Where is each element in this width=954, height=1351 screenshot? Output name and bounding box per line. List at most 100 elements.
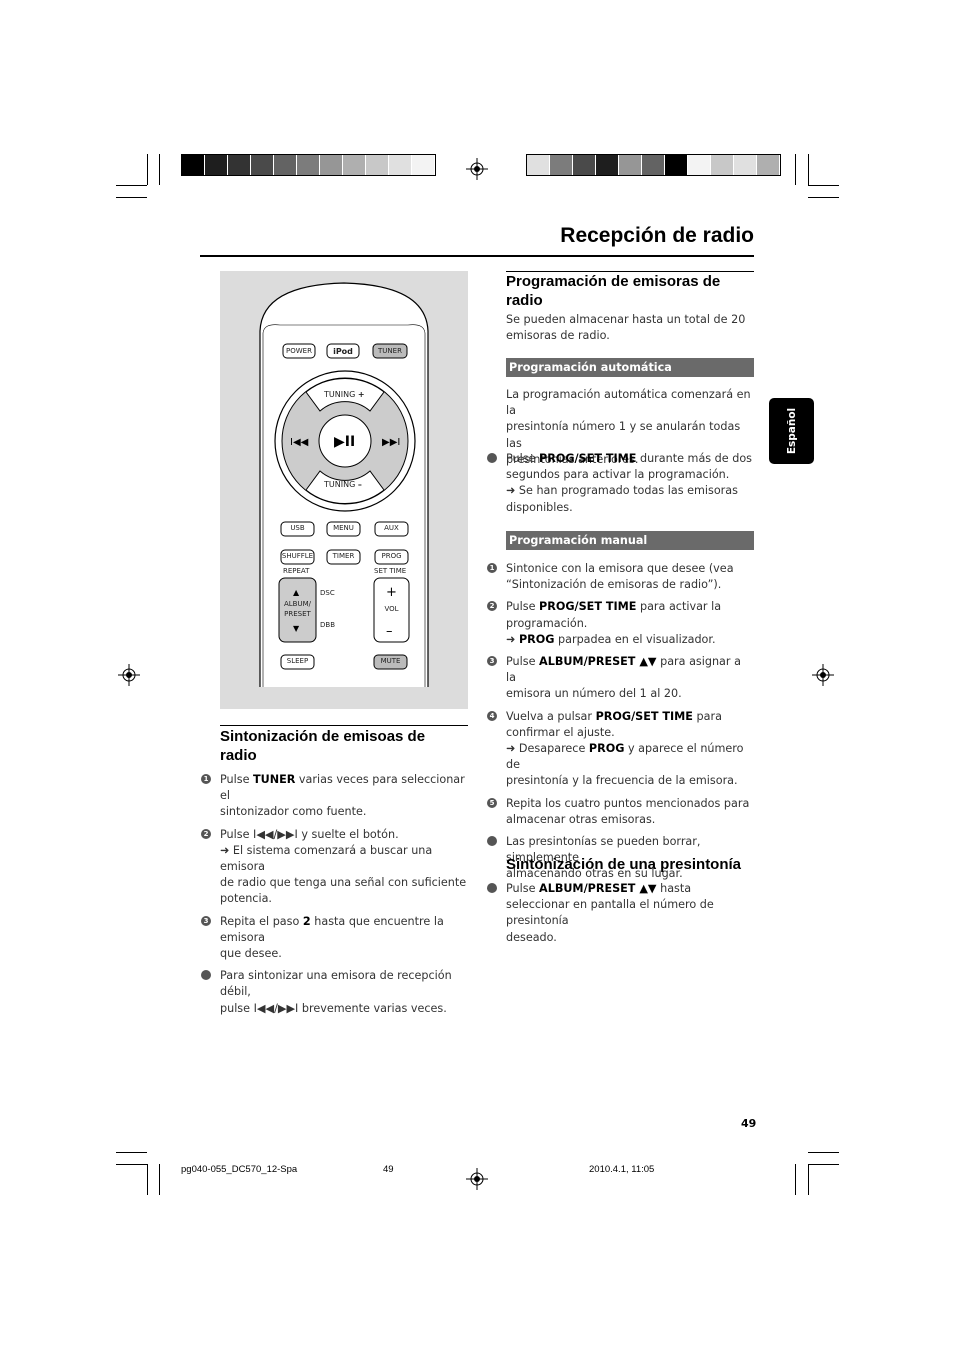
preset-label: PRESET bbox=[284, 610, 311, 618]
step-number-icon: 5 bbox=[487, 797, 497, 808]
step-item: 2 Pulse I◀◀/▶▶I y suelte el botón.➜ El si… bbox=[201, 827, 468, 908]
footer-page: 49 bbox=[383, 1164, 394, 1175]
step-text: Pulse TUNER varias veces para selecciona… bbox=[220, 773, 465, 819]
auto-programming-bar: Programación automática bbox=[506, 358, 754, 377]
step-number-icon: 4 bbox=[487, 710, 497, 721]
menu-button-label: MENU bbox=[333, 524, 354, 532]
dsc-label: DSC bbox=[320, 589, 335, 597]
step-text: Repita el paso 2 hasta que encuentre la … bbox=[220, 914, 444, 961]
svg-text:+: + bbox=[386, 585, 397, 600]
bullet-icon bbox=[487, 836, 497, 847]
color-calibration-bar-right bbox=[526, 154, 781, 176]
crop-mark bbox=[116, 1152, 147, 1153]
bullet-icon bbox=[201, 970, 211, 981]
crop-mark bbox=[147, 1164, 148, 1195]
power-button-label: POWER bbox=[286, 347, 312, 355]
step-item: 3 Pulse ALBUM/PRESET ▲▼ para asignar a la… bbox=[487, 654, 754, 703]
registration-mark-icon bbox=[466, 158, 488, 180]
sleep-button-label: SLEEP bbox=[286, 657, 309, 665]
step-item: Para sintonizar una emisora de recepción… bbox=[201, 968, 468, 1017]
step-number-icon: 3 bbox=[201, 915, 211, 926]
manual-programming-bar: Programación manual bbox=[506, 531, 754, 550]
crop-mark bbox=[147, 154, 148, 185]
intro-text: Se pueden almacenar hasta un total de 20… bbox=[506, 313, 746, 343]
step-number-icon: 3 bbox=[487, 656, 497, 667]
vol-label: VOL bbox=[384, 605, 399, 613]
set-time-label: SET TIME bbox=[374, 567, 407, 575]
ipod-button-label: iPod bbox=[333, 347, 353, 356]
color-calibration-bar-left bbox=[181, 154, 436, 176]
shuffle-button-label: SHUFFLE bbox=[281, 552, 314, 560]
crop-mark bbox=[795, 1164, 796, 1195]
step-text: Sintonice con la emisora que desee (vea“… bbox=[506, 562, 734, 592]
crop-mark bbox=[159, 154, 160, 185]
crop-mark bbox=[159, 1164, 160, 1195]
svg-text:–: – bbox=[386, 624, 393, 639]
step-item: Las presintonías se pueden borrar, simpl… bbox=[487, 834, 754, 883]
crop-mark bbox=[808, 1164, 809, 1195]
crop-mark bbox=[808, 1152, 839, 1153]
mute-button-label: MUTE bbox=[380, 657, 401, 665]
tuning-minus-label: TUNING – bbox=[324, 480, 362, 489]
manual-programming-steps: 1 Sintonice con la emisora que desee (vea… bbox=[487, 561, 754, 883]
remote-control-illustration: ▶II I◀◀ ▶▶I ▲ ▼ + – bbox=[259, 282, 429, 687]
footer-timestamp: 2010.4.1, 11:05 bbox=[589, 1164, 655, 1175]
step-number-icon: 2 bbox=[201, 828, 211, 839]
step-text: Pulse I◀◀/▶▶I y suelte el botón.➜ El sis… bbox=[220, 827, 467, 906]
crop-mark bbox=[808, 185, 839, 186]
step-item: 5 Repita los cuatro puntos mencionados pa… bbox=[487, 796, 754, 828]
svg-text:I◀◀: I◀◀ bbox=[290, 437, 309, 448]
title-rule bbox=[200, 255, 754, 257]
auto-programming-text: La programación automática comenzará en … bbox=[506, 388, 751, 466]
bullet-icon bbox=[487, 453, 497, 463]
crop-mark bbox=[116, 197, 147, 198]
bullet-icon bbox=[487, 883, 497, 893]
crop-mark bbox=[808, 197, 839, 198]
tuner-button-label: TUNER bbox=[378, 347, 402, 355]
step-text: Las presintonías se pueden borrar, simpl… bbox=[506, 835, 701, 881]
repeat-label: REPEAT bbox=[283, 567, 310, 575]
aux-button-label: AUX bbox=[384, 524, 399, 532]
tuning-plus-label: TUNING + bbox=[324, 390, 365, 399]
step-text: Repita los cuatro puntos mencionados par… bbox=[506, 796, 750, 826]
language-tab: Español bbox=[769, 398, 814, 464]
timer-button-label: TIMER bbox=[332, 552, 355, 560]
tuning-steps: 1 Pulse TUNER varias veces para seleccion… bbox=[201, 772, 468, 1017]
svg-text:▼: ▼ bbox=[293, 624, 300, 633]
step-number-icon: 1 bbox=[201, 774, 211, 784]
section-rule bbox=[506, 271, 754, 272]
crop-mark bbox=[795, 154, 796, 185]
step-number-icon: 2 bbox=[487, 601, 497, 612]
step-number-icon: 1 bbox=[487, 563, 497, 573]
step-item: 1 Sintonice con la emisora que desee (vea… bbox=[487, 561, 754, 593]
svg-text:▶II: ▶II bbox=[334, 434, 355, 450]
dbb-label: DBB bbox=[320, 621, 335, 629]
step-text: Para sintonizar una emisora de recepción… bbox=[220, 969, 452, 1015]
preset-tuning-section: Sintonización de una presintonía bbox=[506, 855, 754, 874]
crop-mark bbox=[808, 154, 809, 185]
crop-mark bbox=[116, 185, 147, 186]
registration-mark-icon bbox=[118, 664, 140, 686]
crop-mark bbox=[116, 1164, 147, 1165]
page-number: 49 bbox=[741, 1117, 757, 1130]
step-item: 1 Pulse TUNER varias veces para seleccion… bbox=[201, 772, 468, 821]
usb-button-label: USB bbox=[290, 524, 305, 532]
language-tab-label: Español bbox=[785, 407, 798, 455]
prog-button-label: PROG bbox=[381, 552, 402, 560]
page-title: Recepción de radio bbox=[560, 224, 754, 247]
registration-mark-icon bbox=[812, 664, 834, 686]
registration-mark-icon bbox=[466, 1168, 488, 1190]
crop-mark bbox=[808, 1164, 839, 1165]
section-rule bbox=[220, 725, 468, 726]
